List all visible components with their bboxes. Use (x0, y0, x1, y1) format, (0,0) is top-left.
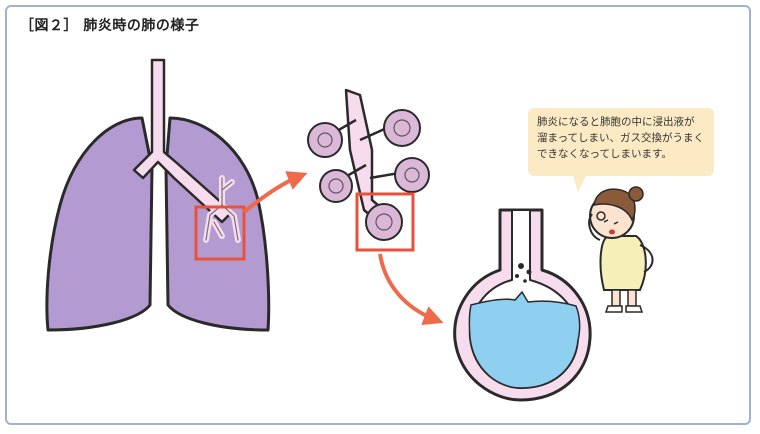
speech-bubble: 肺炎になると肺胞の中に浸出液が 溜まってしまい、ガス交換がうまく できなくなって… (528, 108, 714, 176)
left-lung (45, 116, 154, 332)
highlight-box-lung (194, 205, 246, 261)
lungs-illustration (45, 58, 271, 332)
exudate-fluid (468, 290, 581, 389)
trachea (132, 58, 234, 224)
speech-bubble-tail (572, 172, 588, 192)
arrow-to-alveoli (242, 171, 308, 214)
speech-line-3: できなくなってしまいます。 (537, 148, 672, 160)
speech-line-2: 溜まってしまい、ガス交換がうまく (537, 132, 705, 144)
speech-line-1: 肺炎になると肺胞の中に浸出液が (537, 116, 695, 128)
alveoli-illustration (307, 88, 430, 252)
arrow-to-alveolus (378, 253, 444, 325)
highlight-box-alveoli (355, 192, 415, 252)
nurse-character (588, 186, 654, 313)
figure-title: ［図２］ 肺炎時の肺の様子 (20, 18, 200, 34)
alveolus-detail (453, 208, 592, 402)
alveoli-airway (329, 88, 406, 224)
